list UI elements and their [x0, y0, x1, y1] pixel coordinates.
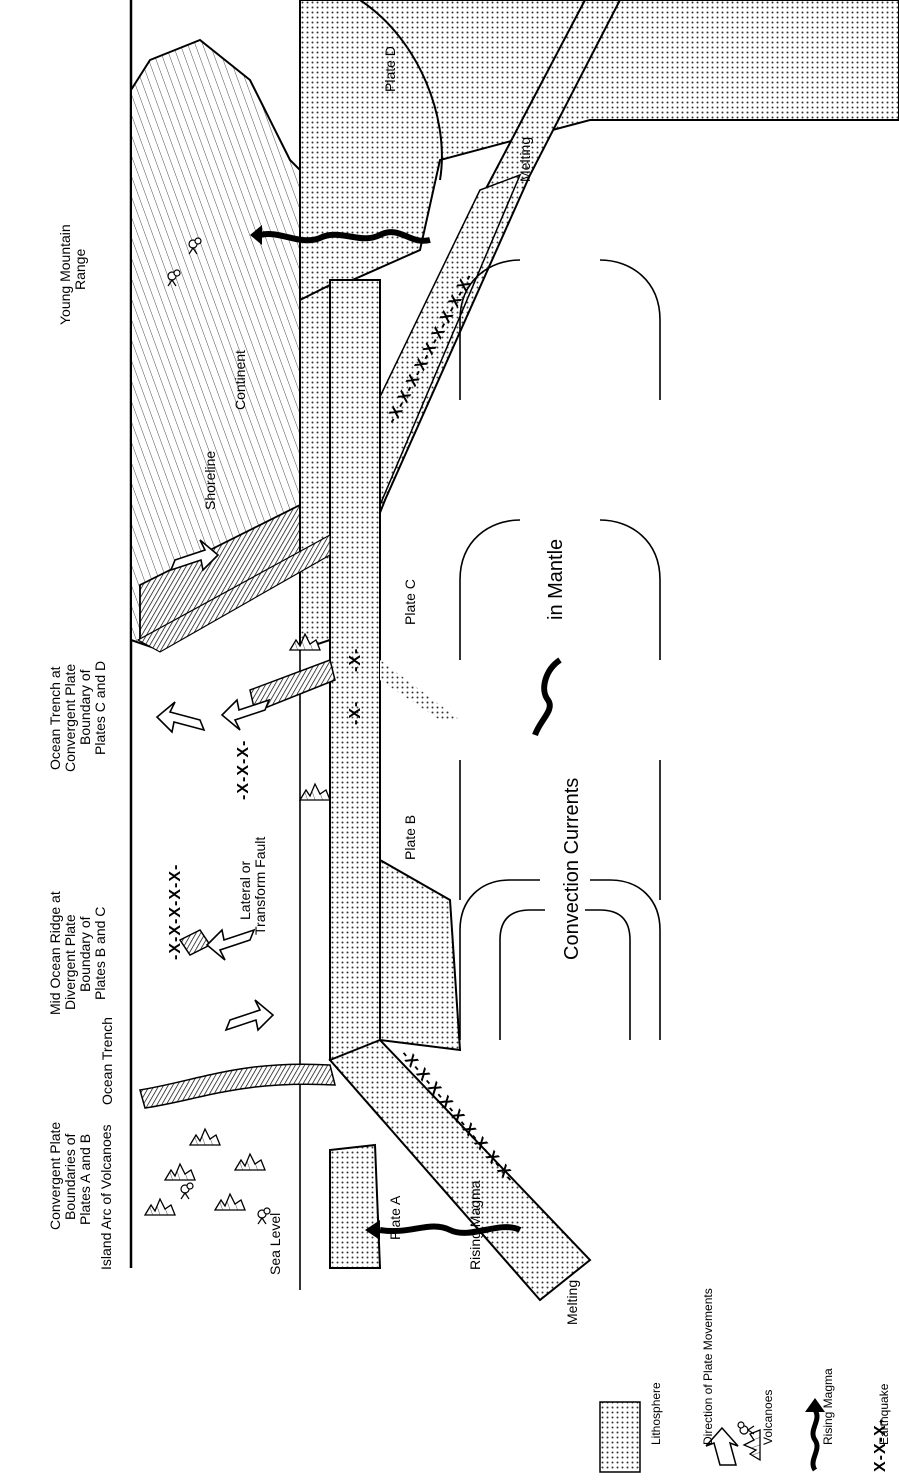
legend-volcano-icon: [738, 1422, 760, 1460]
label-plate-b: Plate B: [402, 815, 418, 860]
legend-plate-movement: Direction of Plate Movements: [701, 1288, 715, 1445]
label-island-arc: Island Arc of Volcanoes: [98, 1124, 114, 1270]
label-trench-cd-1: Ocean Trench at: [47, 666, 63, 770]
label-ocean-trench: Ocean Trench: [99, 1017, 115, 1105]
label-convergent-ab-2: Boundaries of: [62, 1133, 78, 1220]
label-shoreline: Shoreline: [202, 451, 218, 510]
eq-small-bottom: -X-: [347, 701, 364, 725]
legend-rising-magma: Rising Magma: [821, 1368, 835, 1445]
legend-lithosphere: Lithosphere: [649, 1382, 663, 1445]
label-trench-cd-3: Boundary of: [77, 669, 93, 745]
legend-magma-icon: [813, 1410, 817, 1470]
label-sea-level: Sea Level: [267, 1213, 283, 1275]
cross-section: [131, 0, 899, 1300]
label-melting-top: Melting: [517, 137, 533, 182]
label-mid-ridge-4: Plates B and C: [92, 907, 108, 1000]
label-trench-cd-4: Plates C and D: [92, 661, 108, 755]
label-melting-bottom: Melting: [564, 1280, 580, 1325]
label-continent: Continent: [232, 350, 248, 410]
label-plate-a: Plate A: [387, 1195, 403, 1240]
island-arc-volcanoes: [145, 1129, 270, 1224]
label-young-mountain-2: Range: [72, 249, 88, 290]
legend-lithosphere-swatch: [600, 1402, 640, 1472]
rising-magma-center: [535, 660, 560, 735]
label-mid-ridge-3: Boundary of: [77, 916, 93, 992]
label-plate-c: Plate C: [402, 579, 418, 625]
legend: Lithosphere Direction of Plate Movements…: [600, 1288, 891, 1472]
label-trench-cd-2: Convergent Plate: [62, 664, 78, 772]
eq-ridge: -X-X-X-X-X-: [167, 864, 184, 960]
legend-earthquake: Earthquake: [877, 1383, 891, 1445]
label-convection-2: in Mantle: [545, 539, 567, 620]
legend-volcanoes: Volcanoes: [761, 1390, 775, 1445]
label-convection-1: Convection Currents: [561, 778, 583, 960]
mid-ocean-ridge: [180, 930, 210, 955]
label-convergent-ab-3: Plates A and B: [77, 1134, 93, 1225]
eq-small-top: -X-: [347, 648, 364, 672]
label-young-mountain-1: Young Mountain: [57, 224, 73, 325]
label-plate-d: Plate D: [382, 46, 398, 92]
label-lateral-fault-2: Transform Fault: [252, 837, 268, 935]
convection-loops: [460, 260, 660, 1040]
label-mid-ridge-1: Mid Ocean Ridge at: [47, 891, 63, 1015]
eq-fault: -X-X-X-: [235, 740, 252, 800]
label-rising-magma: Rising Magma: [467, 1180, 483, 1270]
label-convergent-ab-1: Convergent Plate: [47, 1122, 63, 1230]
plate-a-lithosphere: [330, 1145, 380, 1268]
plate-d-lithosphere: [300, 0, 899, 300]
label-mid-ridge-2: Divergent Plate: [62, 914, 78, 1010]
ocean-trench-ab: [140, 1064, 335, 1108]
label-lateral-fault-1: Lateral or: [237, 861, 253, 920]
